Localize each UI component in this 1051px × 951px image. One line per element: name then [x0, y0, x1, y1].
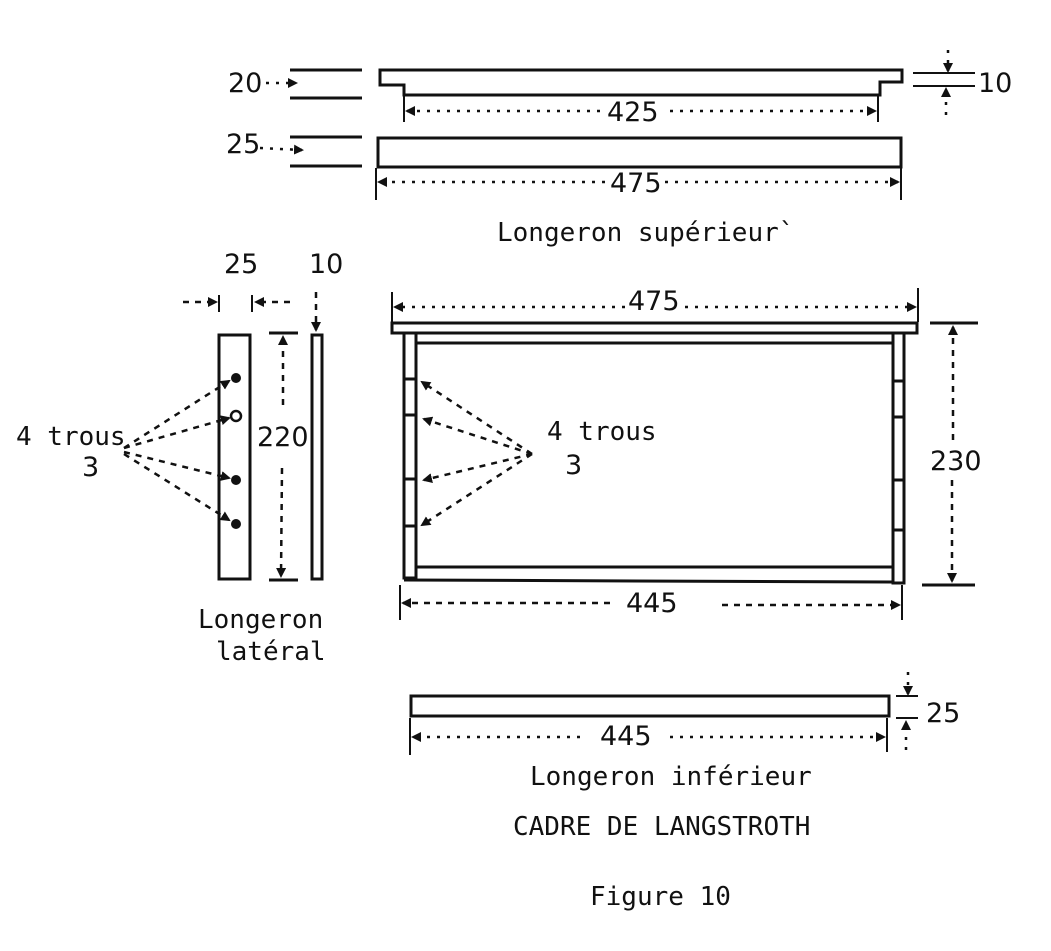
bottom-bar-length: 445: [600, 721, 652, 752]
figure-title: CADRE DE LANGSTROTH: [513, 812, 810, 842]
hole-marker: [229, 409, 243, 423]
top-bar-grooved-profile: [378, 68, 904, 97]
figure-caption: Figure 10: [590, 882, 731, 912]
bottom-bar-profile: [409, 694, 891, 718]
frame-holes-diameter: 3: [565, 450, 582, 481]
dimension-arrow: [276, 467, 287, 578]
top-bar-group: 20 25 425 10 475 Longeron supérieur`: [226, 50, 1012, 248]
top-bar-thickness-20: 20: [228, 68, 262, 99]
frame-hole-marks: [404, 377, 904, 532]
top-bar-inner-length: 425: [607, 97, 659, 128]
callout-arrow: [123, 452, 231, 522]
frame-bottom-length: 445: [626, 588, 678, 619]
side-bar-front-view: [217, 333, 252, 581]
callout-arrow: [422, 416, 533, 456]
top-bar-plain-profile: [376, 136, 903, 169]
callout-arrow: [422, 452, 533, 483]
side-bar-height: 220: [257, 422, 309, 453]
callout-arrow: [123, 379, 231, 450]
hole-marker: [231, 519, 241, 529]
dimension-arrow: [259, 144, 304, 155]
side-holes-label: 4 trous: [16, 422, 126, 452]
top-bar-lug-thickness: 10: [978, 68, 1012, 99]
side-holes-diameter: 3: [82, 452, 99, 483]
side-bar-thickness: 10: [309, 249, 343, 280]
bottom-bar-label: Longeron inférieur: [530, 762, 812, 792]
frame-top-length: 475: [628, 286, 680, 317]
frame-left-side-bar: [402, 331, 418, 580]
side-bar-label-line1: Longeron: [198, 605, 323, 635]
frame-height: 230: [930, 446, 982, 477]
hole-marker: [231, 373, 241, 383]
top-bar-label: Longeron supérieur`: [497, 218, 794, 248]
callout-arrow: [420, 380, 533, 456]
frame-right-side-bar: [891, 331, 906, 585]
assembled-frame-group: 475 4 trous 3: [390, 286, 982, 620]
bottom-bar-group: 445 25 Longeron inférieur: [409, 672, 960, 792]
top-bar-thickness-25: 25: [226, 129, 260, 160]
frame-bottom-bar: [403, 578, 894, 584]
hole-marker: [231, 475, 241, 485]
callout-arrow: [420, 452, 533, 527]
bottom-bar-thickness: 25: [926, 698, 960, 729]
frame-holes-label: 4 trous: [547, 417, 657, 447]
side-bar-label-line2: latéral: [216, 637, 326, 667]
frame-top-bar: [390, 321, 919, 335]
top-bar-total-length: 475: [610, 168, 662, 199]
callout-arrow: [123, 415, 231, 450]
side-bar-group: 25 10 220 4 trous 3 Longeron latéral: [16, 249, 343, 667]
side-bar-edge-view: [310, 333, 324, 581]
side-bar-width: 25: [224, 249, 258, 280]
callout-arrow: [123, 450, 231, 481]
